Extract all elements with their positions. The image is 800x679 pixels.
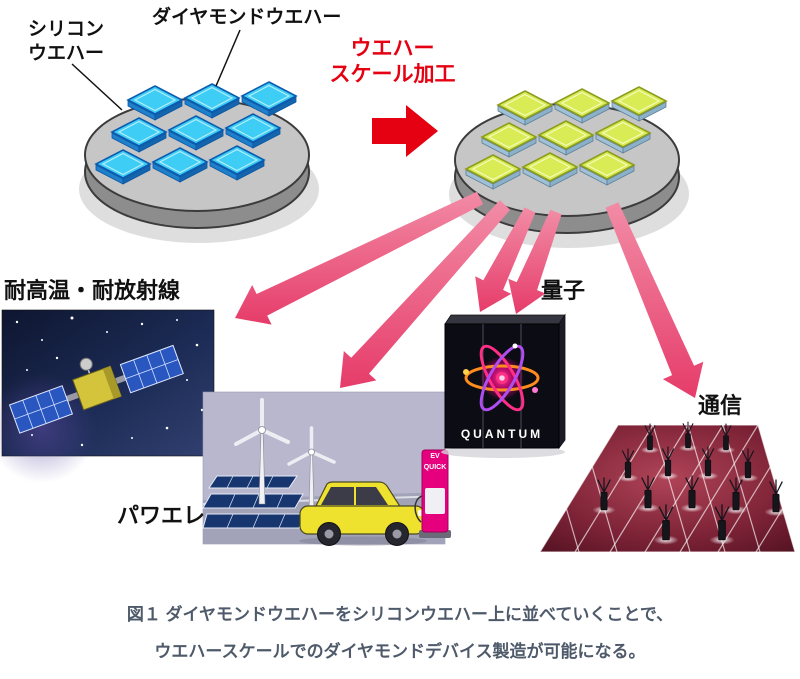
arrow-to-quantum-right xyxy=(508,209,562,314)
heat-radiation-label: 耐高温・耐放射線 xyxy=(4,278,181,303)
figure-caption-line1: 図１ ダイヤモンドウエハーをシリコンウエハー上に並べていくことで、 xyxy=(126,605,674,624)
atom-graphic xyxy=(463,343,540,412)
process-label-line2: スケール加工 xyxy=(329,62,456,86)
arrow-to-quantum-left xyxy=(475,207,536,312)
electric-car xyxy=(299,481,427,546)
power-electronics-label: パワエレ xyxy=(117,503,206,528)
process-label-line1: ウエハー xyxy=(350,37,435,60)
arrow-to-satellite xyxy=(235,191,484,325)
arrow-to-communication xyxy=(605,202,704,398)
diamond-wafer-label: ダイヤモンドウエハー xyxy=(152,7,342,28)
wind-turbine xyxy=(234,398,290,505)
silicon-label-leader-line xyxy=(71,63,123,111)
satellite-image xyxy=(0,309,215,483)
communication-image xyxy=(538,421,796,553)
quantum-computer-image xyxy=(441,313,566,458)
ev-charger-text-line1: EV xyxy=(430,453,440,460)
quantum-machine-text: QUANTUM xyxy=(460,427,544,441)
arrow-to-power xyxy=(340,200,511,388)
silicon-wafer-left xyxy=(78,81,320,244)
wind-turbine xyxy=(287,426,336,513)
satellite xyxy=(8,344,184,434)
wafer-scale-process-label: ウエハー スケール加工 xyxy=(285,36,500,87)
ev-charger-text: EV QUICK xyxy=(422,452,448,473)
application-arrows xyxy=(235,191,704,398)
silicon-wafer-label-line2: ウエハー xyxy=(28,42,105,64)
diamond-label-leader-line xyxy=(215,29,241,87)
silicon-wafer-label: シリコン ウエハー xyxy=(28,18,104,66)
power-electronics-image xyxy=(202,391,451,546)
ev-charger-text-line2: QUICK xyxy=(423,463,447,471)
quantum-label: 量子 xyxy=(541,278,586,303)
process-arrow xyxy=(372,105,438,157)
figure-caption-line2: ウエハースケールでのダイヤモンドデバイス製造が可能になる。 xyxy=(154,642,646,661)
communication-label: 通信 xyxy=(698,393,743,418)
ev-charger xyxy=(414,449,451,538)
silicon-wafer-label-line1: シリコン xyxy=(28,19,105,40)
solar-panels xyxy=(202,475,308,529)
